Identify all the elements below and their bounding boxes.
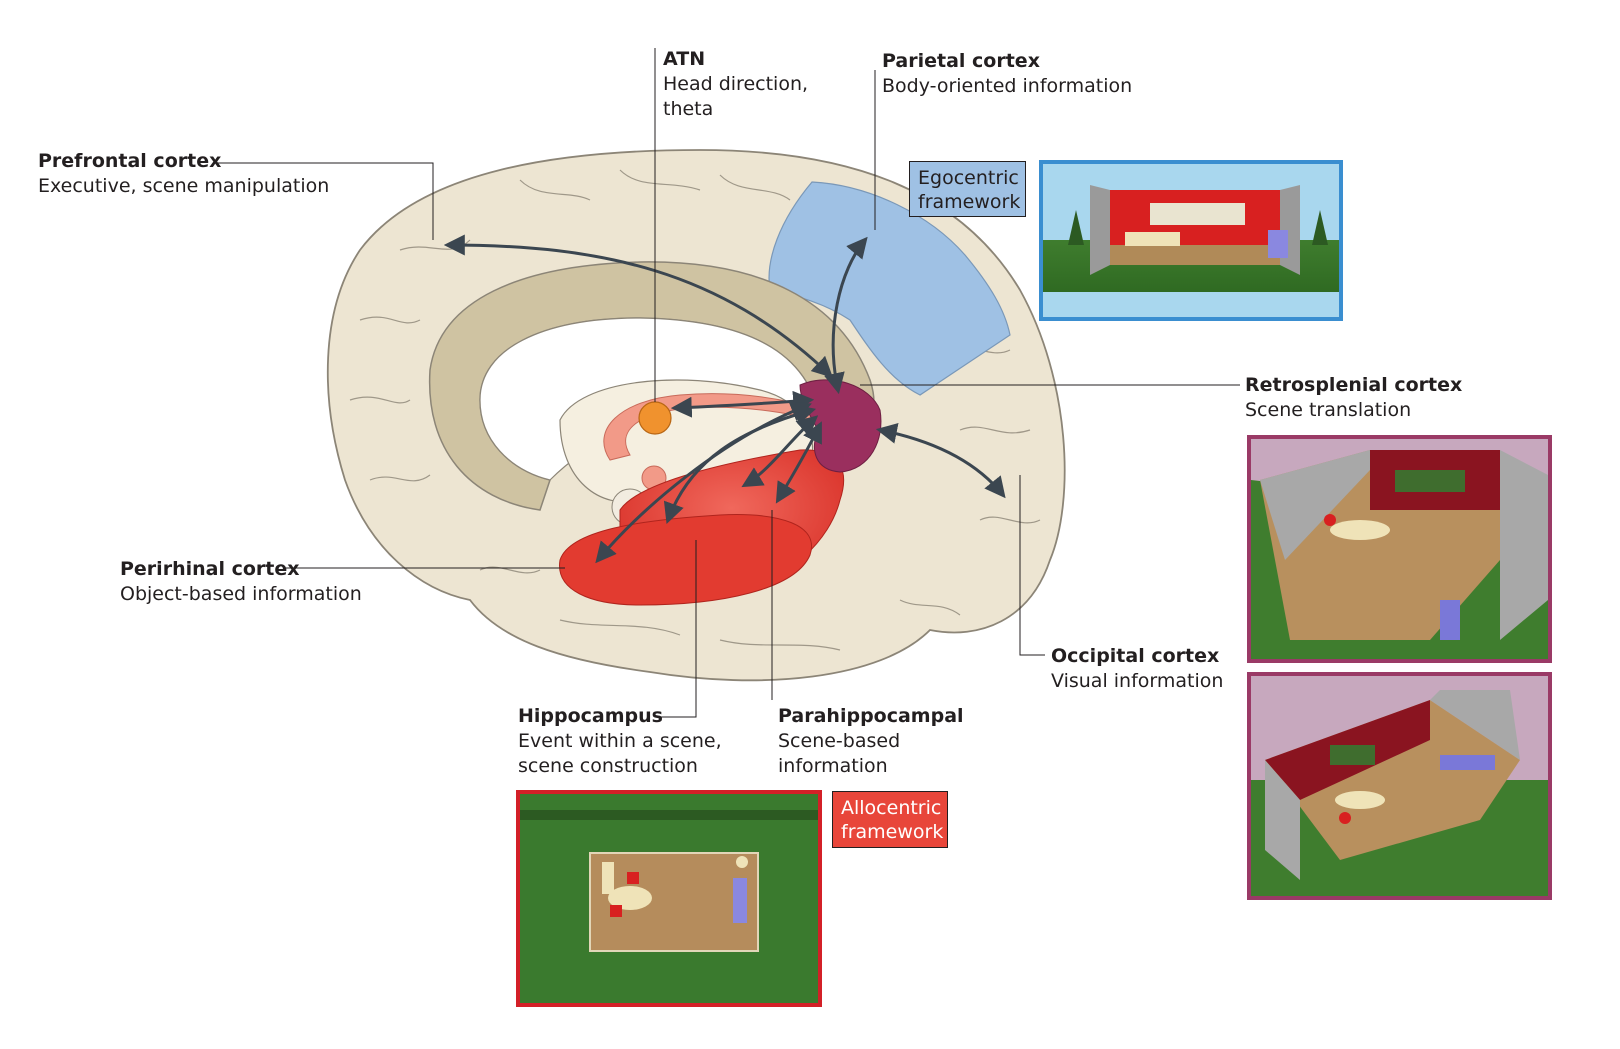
atn-node xyxy=(638,401,672,435)
parahippocampal-label: Parahippocampal Scene-based information xyxy=(778,704,964,779)
perirhinal-label: Perirhinal cortex Object-based informati… xyxy=(120,557,362,607)
retrosplenial-label: Retrosplenial cortex Scene translation xyxy=(1245,373,1462,423)
arrow-rsc-parietal xyxy=(824,236,868,395)
egocentric-scene xyxy=(1039,160,1343,321)
atn-title: ATN xyxy=(663,48,706,70)
leader-hippocampus xyxy=(658,540,697,718)
occipital-label: Occipital cortex Visual information xyxy=(1051,644,1223,694)
parietal-label: Parietal cortex Body-oriented informatio… xyxy=(882,49,1132,99)
hippocampus-desc-1: Event within a scene, xyxy=(518,730,722,752)
occipital-title: Occipital cortex xyxy=(1051,645,1220,667)
prefrontal-desc: Executive, scene manipulation xyxy=(38,175,330,197)
parahippocampal-desc-1: Scene-based xyxy=(778,730,901,752)
atn-label: ATN Head direction, theta xyxy=(663,47,808,122)
allocentric-line2: framework xyxy=(841,821,944,843)
egocentric-line2: framework xyxy=(918,191,1021,213)
hippocampus-desc-2: scene construction xyxy=(518,755,698,777)
hippocampus-label: Hippocampus Event within a scene, scene … xyxy=(518,704,722,779)
leader-occipital xyxy=(1019,475,1045,656)
parietal-desc: Body-oriented information xyxy=(882,75,1133,97)
allocentric-line1: Allocentric xyxy=(841,797,942,819)
prefrontal-title: Prefrontal cortex xyxy=(38,150,222,172)
parahippocampal-title: Parahippocampal xyxy=(778,705,964,727)
hippocampus-title: Hippocampus xyxy=(518,705,663,727)
perirhinal-desc: Object-based information xyxy=(120,583,362,605)
egocentric-line1: Egocentric xyxy=(918,167,1019,189)
allocentric-framework-tag: Allocentric framework xyxy=(832,791,948,848)
retrosplenial-scene-2 xyxy=(1247,672,1552,900)
atn-desc-2: theta xyxy=(663,98,714,120)
parietal-title: Parietal cortex xyxy=(882,50,1040,72)
retrosplenial-desc: Scene translation xyxy=(1245,399,1412,421)
retrosplenial-title: Retrosplenial cortex xyxy=(1245,374,1463,396)
allocentric-scene xyxy=(516,790,822,1007)
arrow-rsc-occipital xyxy=(875,423,1006,499)
leader-prefrontal xyxy=(214,162,434,240)
arrow-rsc-perirhinal xyxy=(595,401,812,564)
parahippocampal-desc-2: information xyxy=(778,755,888,777)
prefrontal-label: Prefrontal cortex Executive, scene manip… xyxy=(38,149,329,199)
retrosplenial-scene-1 xyxy=(1247,435,1552,663)
occipital-desc: Visual information xyxy=(1051,670,1224,692)
atn-desc-1: Head direction, xyxy=(663,73,809,95)
egocentric-framework-tag: Egocentric framework xyxy=(909,161,1026,217)
perirhinal-title: Perirhinal cortex xyxy=(120,558,300,580)
